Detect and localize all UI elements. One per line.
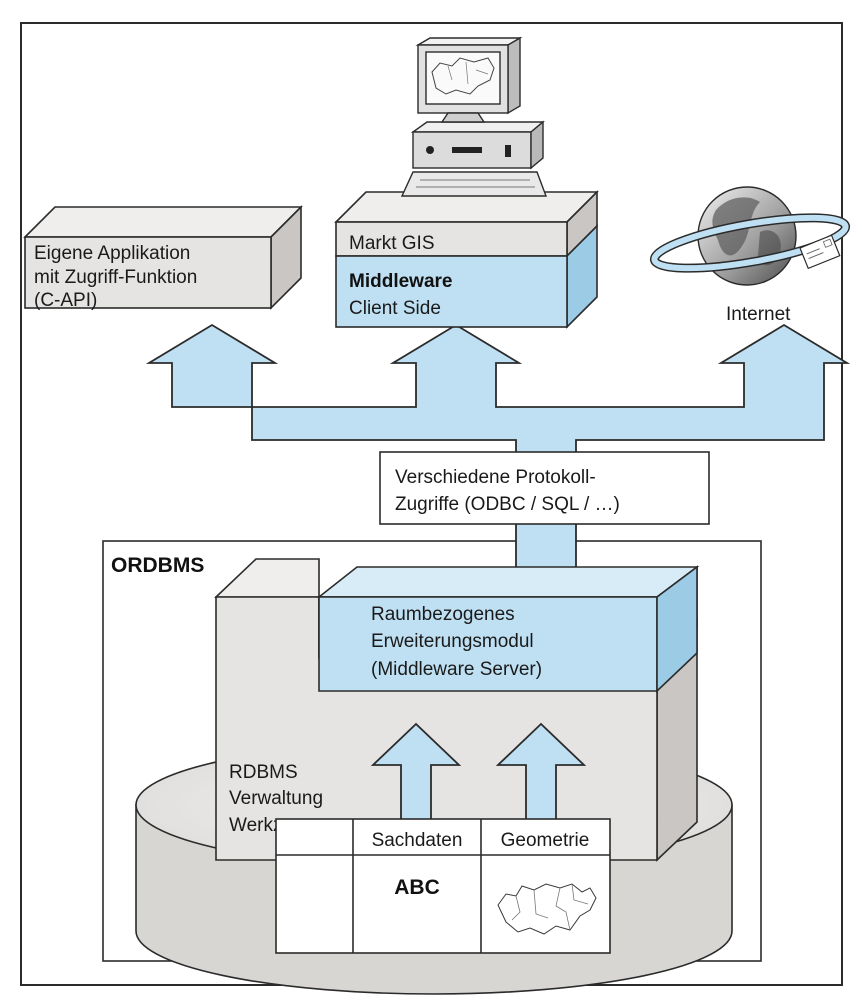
gis-label: Markt GIS (349, 233, 435, 254)
app-label-line2: mit Zugriff-Funktion (34, 267, 197, 288)
client-side-label: Client Side (349, 298, 441, 319)
module-label-line1: Raumbezogenes (371, 604, 515, 625)
rdbms-label-line2: Verwaltung (229, 788, 323, 809)
bus-arrow-network (145, 323, 851, 477)
module-label-line3: (Middleware Server) (371, 659, 542, 680)
application-box: Eigene Applikation mit Zugriff-Funktion … (23, 205, 303, 311)
data-table: Sachdaten Geometrie ABC (275, 818, 611, 954)
app-label-line1: Eigene Applikation (34, 243, 190, 264)
rdbms-label-line1: RDBMS (229, 762, 298, 783)
ordbms-title: ORDBMS (111, 554, 204, 577)
globe-icon (649, 186, 851, 286)
col-sachdaten: Sachdaten (372, 830, 463, 851)
internet-label: Internet (726, 304, 791, 325)
col-geometrie: Geometrie (501, 830, 590, 851)
app-label-line3: (C-API) (34, 290, 97, 311)
middleware-label: Middleware (349, 271, 452, 292)
protocol-line1: Verschiedene Protokoll- (395, 467, 596, 488)
module-label-line2: Erweiterungsmodul (371, 631, 534, 652)
computer-icon (400, 36, 548, 197)
protocol-box (379, 451, 710, 525)
extension-module-box: Raumbezogenes Erweiterungsmodul (Middlew… (316, 565, 700, 693)
protocol-line2: Zugriffe (ODBC / SQL / …) (395, 494, 620, 515)
gis-middleware-box: Markt GIS Middleware Client Side (334, 190, 599, 329)
switzerland-map-icon (497, 883, 597, 935)
cell-abc: ABC (394, 876, 440, 899)
